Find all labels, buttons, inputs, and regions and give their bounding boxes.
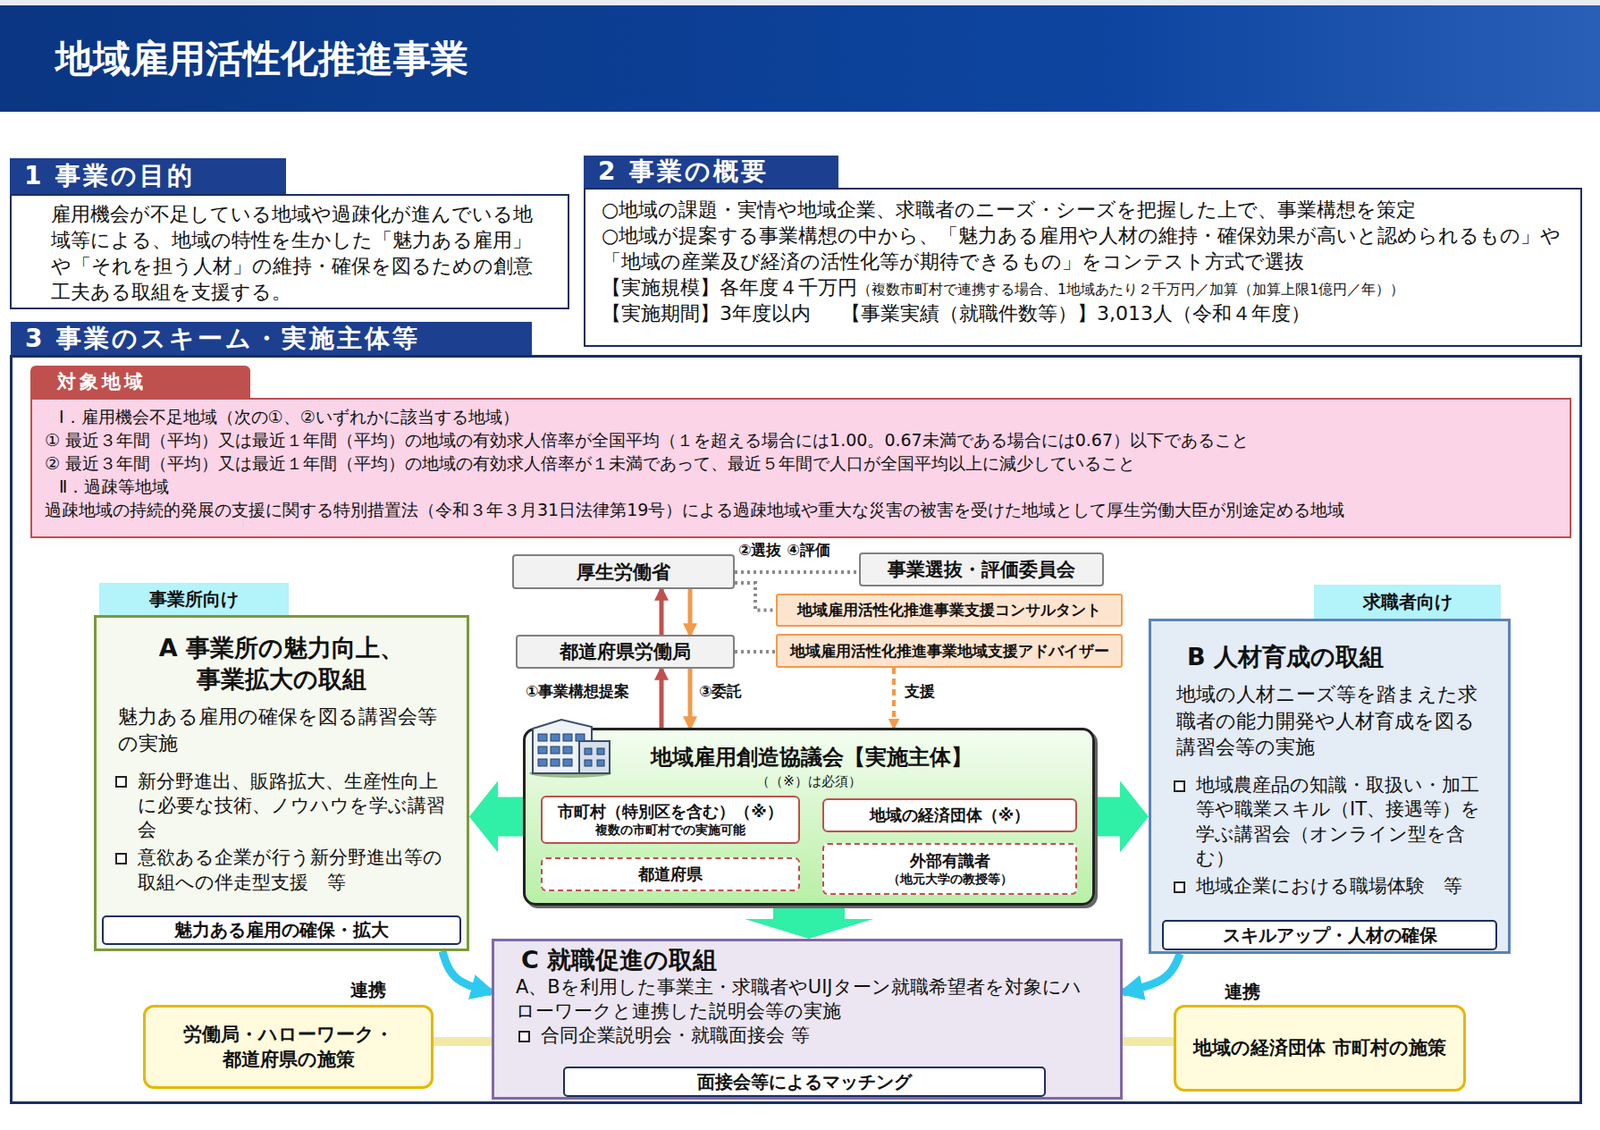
- connector: [442, 951, 492, 993]
- node-text: 厚生労働省: [576, 559, 671, 585]
- node-text: ○地域が提案する事業構想の中から、「魅力ある雇用や人材の維持・確保効果が高いと認…: [601, 222, 1565, 275]
- building-icon: [525, 714, 615, 779]
- node-text: 雇用機会が不足している地域や過疎化が進んでいる地域等による、地域の特性を生かした…: [50, 201, 541, 305]
- bullet-item: 地域企業における職場体験 等: [1170, 874, 1492, 899]
- section-tab: 事業所向け: [99, 582, 289, 615]
- purpose-box: 1 事業の目的雇用機会が不足している地域や過疎化が進んでいる地域等による、地域の…: [9, 193, 570, 310]
- connector: [659, 589, 665, 635]
- node-text: Ⅰ．雇用機会不足地域（次の①、②いずれかに該当する地域）: [44, 404, 1558, 429]
- labour-bureau-box: 都道府県労働局: [515, 634, 735, 669]
- node-text: 【実施期間】3年度以内: [601, 300, 811, 327]
- node-text: ② 最近３年間（平均）又は最近１年間（平均）の地域の有効求人倍率が１未満であって…: [44, 451, 1558, 475]
- node-text: ○地域の課題・実情や地域企業、求職者のニーズ・シーズを把握した上で、事業構想を策…: [601, 196, 1565, 223]
- member-box: 市町村（特別区を含む）（※）複数の市町村での実施可能: [540, 795, 800, 844]
- connector: [433, 1036, 492, 1046]
- connector: [892, 667, 896, 728]
- connector: [734, 649, 776, 654]
- node-text: 過疎地域の持続的発展の支援に関する特別措置法（令和３年３月31日法律第19号）に…: [44, 497, 1558, 522]
- section-tab: 対象地域: [30, 365, 251, 398]
- bullet-item: 意欲ある企業が行う新分野進出等の取組への伴走型支援 等: [112, 845, 451, 895]
- partner-box: 地域の経済団体 市町村の施策: [1173, 1004, 1466, 1092]
- box-heading: A 事業所の魅力向上、 事業拡大の取組: [112, 631, 451, 695]
- jobseeker-program-box: スキルアップ・人材の確保求職者向けB 人材育成の取組地域の人材ニーズ等を踏まえた…: [1148, 618, 1511, 954]
- text-row: 【実施期間】3年度以内 【事業実績（就職件数等）】3,013人（令和４年度）: [601, 300, 1565, 327]
- box-heading: C 就職促進の取組: [515, 944, 1099, 976]
- edge-label: ①事業構想提案: [525, 681, 630, 702]
- result-bar: スキルアップ・人材の確保: [1162, 919, 1498, 951]
- overview-box: 2 事業の概要○地域の課題・実情や地域企業、求職者のニーズ・シーズを把握した上で…: [583, 187, 1583, 347]
- node-text: 地域雇用活性化推進事業地域支援アドバイザー: [790, 640, 1110, 662]
- node-text: 都道府県労働局: [559, 639, 691, 665]
- committee-box: 事業選抜・評価委員会: [858, 552, 1104, 587]
- node-text: 労働局・ハローワーク・ 都道府県の施策: [154, 1021, 422, 1073]
- council-box: 市町村（特別区を含む）（※）複数の市町村での実施可能 地域の経済団体（※） 都道府県…: [522, 727, 1095, 906]
- node-text: 地域雇用活性化推進事業支援コンサルタント: [797, 599, 1102, 621]
- connector: [659, 668, 665, 728]
- node-text: （地元大学の教授等）: [887, 871, 1013, 888]
- node-text: 複数の市町村での実施可能: [595, 822, 746, 839]
- block-arrow: [469, 781, 523, 853]
- node-text: 【事業実績（就職件数等）】3,013人（令和４年度）: [841, 300, 1311, 327]
- node-text: 都道府県: [638, 864, 703, 885]
- member-box: 地域の経済団体（※）: [822, 798, 1078, 833]
- section-tab: 1 事業の目的: [9, 158, 287, 194]
- section-tab: 求職者向け: [1313, 584, 1501, 619]
- scheme-panel: 対象地域 Ⅰ．雇用機会不足地域（次の①、②いずれかに該当する地域）① 最近３年間（…: [9, 354, 1583, 1104]
- bullet-item: 合同企業説明会・就職面接会 等: [515, 1023, 1099, 1048]
- node-text: スキルアップ・人材の確保: [1222, 923, 1438, 948]
- node-text: A、Bを利用した事業主・求職者やUIJターン就職希望者を対象にハローワークと連携…: [515, 975, 1099, 1025]
- block-arrow: [744, 905, 874, 939]
- result-bar: 魅力ある雇用の確保・拡大: [101, 915, 462, 945]
- adviser-box: 地域雇用活性化推進事業地域支援アドバイザー: [775, 633, 1123, 668]
- edge-label: ②選抜 ④評価: [738, 539, 831, 561]
- bullet-item: 地域農産品の知識・取扱い・加工等や職業スキル（IT、接遇等）を学ぶ講習会（オンラ…: [1170, 773, 1492, 871]
- bullet-item: 新分野進出、販路拡大、生産性向上に必要な技術、ノウハウを学ぶ講習会: [112, 769, 451, 843]
- node-text: Ⅱ．過疎等地域: [44, 474, 1558, 498]
- node-text: 【実施規模】各年度４千万円: [601, 274, 858, 301]
- connector: [688, 668, 693, 728]
- partner-box: 労働局・ハローワーク・ 都道府県の施策: [143, 1004, 434, 1089]
- section-tab: 2 事業の概要: [583, 155, 839, 188]
- node-text: 外部有識者: [909, 850, 991, 872]
- connector: [688, 589, 693, 635]
- member-box: 都道府県: [540, 857, 800, 892]
- node-text: 地域の人材ニーズ等を踏まえた求職者の能力開発や人材育成を図る講習会等の実施: [1170, 681, 1492, 761]
- employer-program-box: 魅力ある雇用の確保・拡大事業所向けA 事業所の魅力向上、 事業拡大の取組魅力ある…: [93, 614, 470, 952]
- page-title: 地域雇用活性化推進事業: [55, 33, 469, 85]
- node-text: 魅力ある雇用の確保・拡大: [174, 917, 389, 943]
- block-arrow: [1094, 781, 1149, 853]
- node-text: 地域の経済団体 市町村の施策: [1193, 1035, 1446, 1061]
- box-heading: B 人材育成の取組: [1170, 640, 1492, 673]
- connector: [1122, 953, 1180, 993]
- node-text: （複数市町村で連携する場合、1地域あたり２千万円／加算（加算上限1億円／年））: [857, 279, 1405, 299]
- node-text: （（※）は必須）: [525, 773, 1093, 791]
- ministry-box: 厚生労働省: [512, 554, 735, 590]
- result-bar: 面接会等によるマッチング: [563, 1066, 1046, 1097]
- edge-label: 連携: [1224, 979, 1261, 1004]
- text-row: 【実施規模】各年度４千万円（複数市町村で連携する場合、1地域あたり２千万円／加算…: [601, 274, 1565, 301]
- node-text: ① 最近３年間（平均）又は最近１年間（平均）の地域の有効求人倍率が全国平均（１を…: [44, 428, 1558, 452]
- node-text: 魅力ある雇用の確保を図る講習会等の実施: [112, 703, 451, 757]
- edge-label: ③委託: [698, 681, 742, 702]
- member-box: 外部有識者（地元大学の教授等）: [822, 842, 1078, 895]
- placement-program-box: 面接会等によるマッチング C 就職促進の取組A、Bを利用した事業主・求職者やUIJ…: [491, 938, 1123, 1100]
- box-heading: 地域雇用創造協議会【実施主体】: [525, 742, 1093, 772]
- connector: [734, 582, 776, 611]
- node-text: 地域の経済団体（※）: [869, 805, 1031, 826]
- connector: [1122, 1036, 1174, 1046]
- node-text: 市町村（特別区を含む）（※）: [557, 801, 784, 823]
- connector: [734, 570, 859, 574]
- node-text: 面接会等によるマッチング: [697, 1069, 912, 1095]
- node-text: 事業選抜・評価委員会: [887, 556, 1076, 582]
- target-area-box: 対象地域Ⅰ．雇用機会不足地域（次の①、②いずれかに該当する地域）① 最近３年間（…: [30, 397, 1572, 539]
- edge-label: 支援: [904, 681, 935, 702]
- consultant-box: 地域雇用活性化推進事業支援コンサルタント: [775, 593, 1123, 627]
- edge-label: 連携: [350, 977, 387, 1003]
- section-tab: 3 事業のスキーム・実施主体等: [10, 321, 532, 355]
